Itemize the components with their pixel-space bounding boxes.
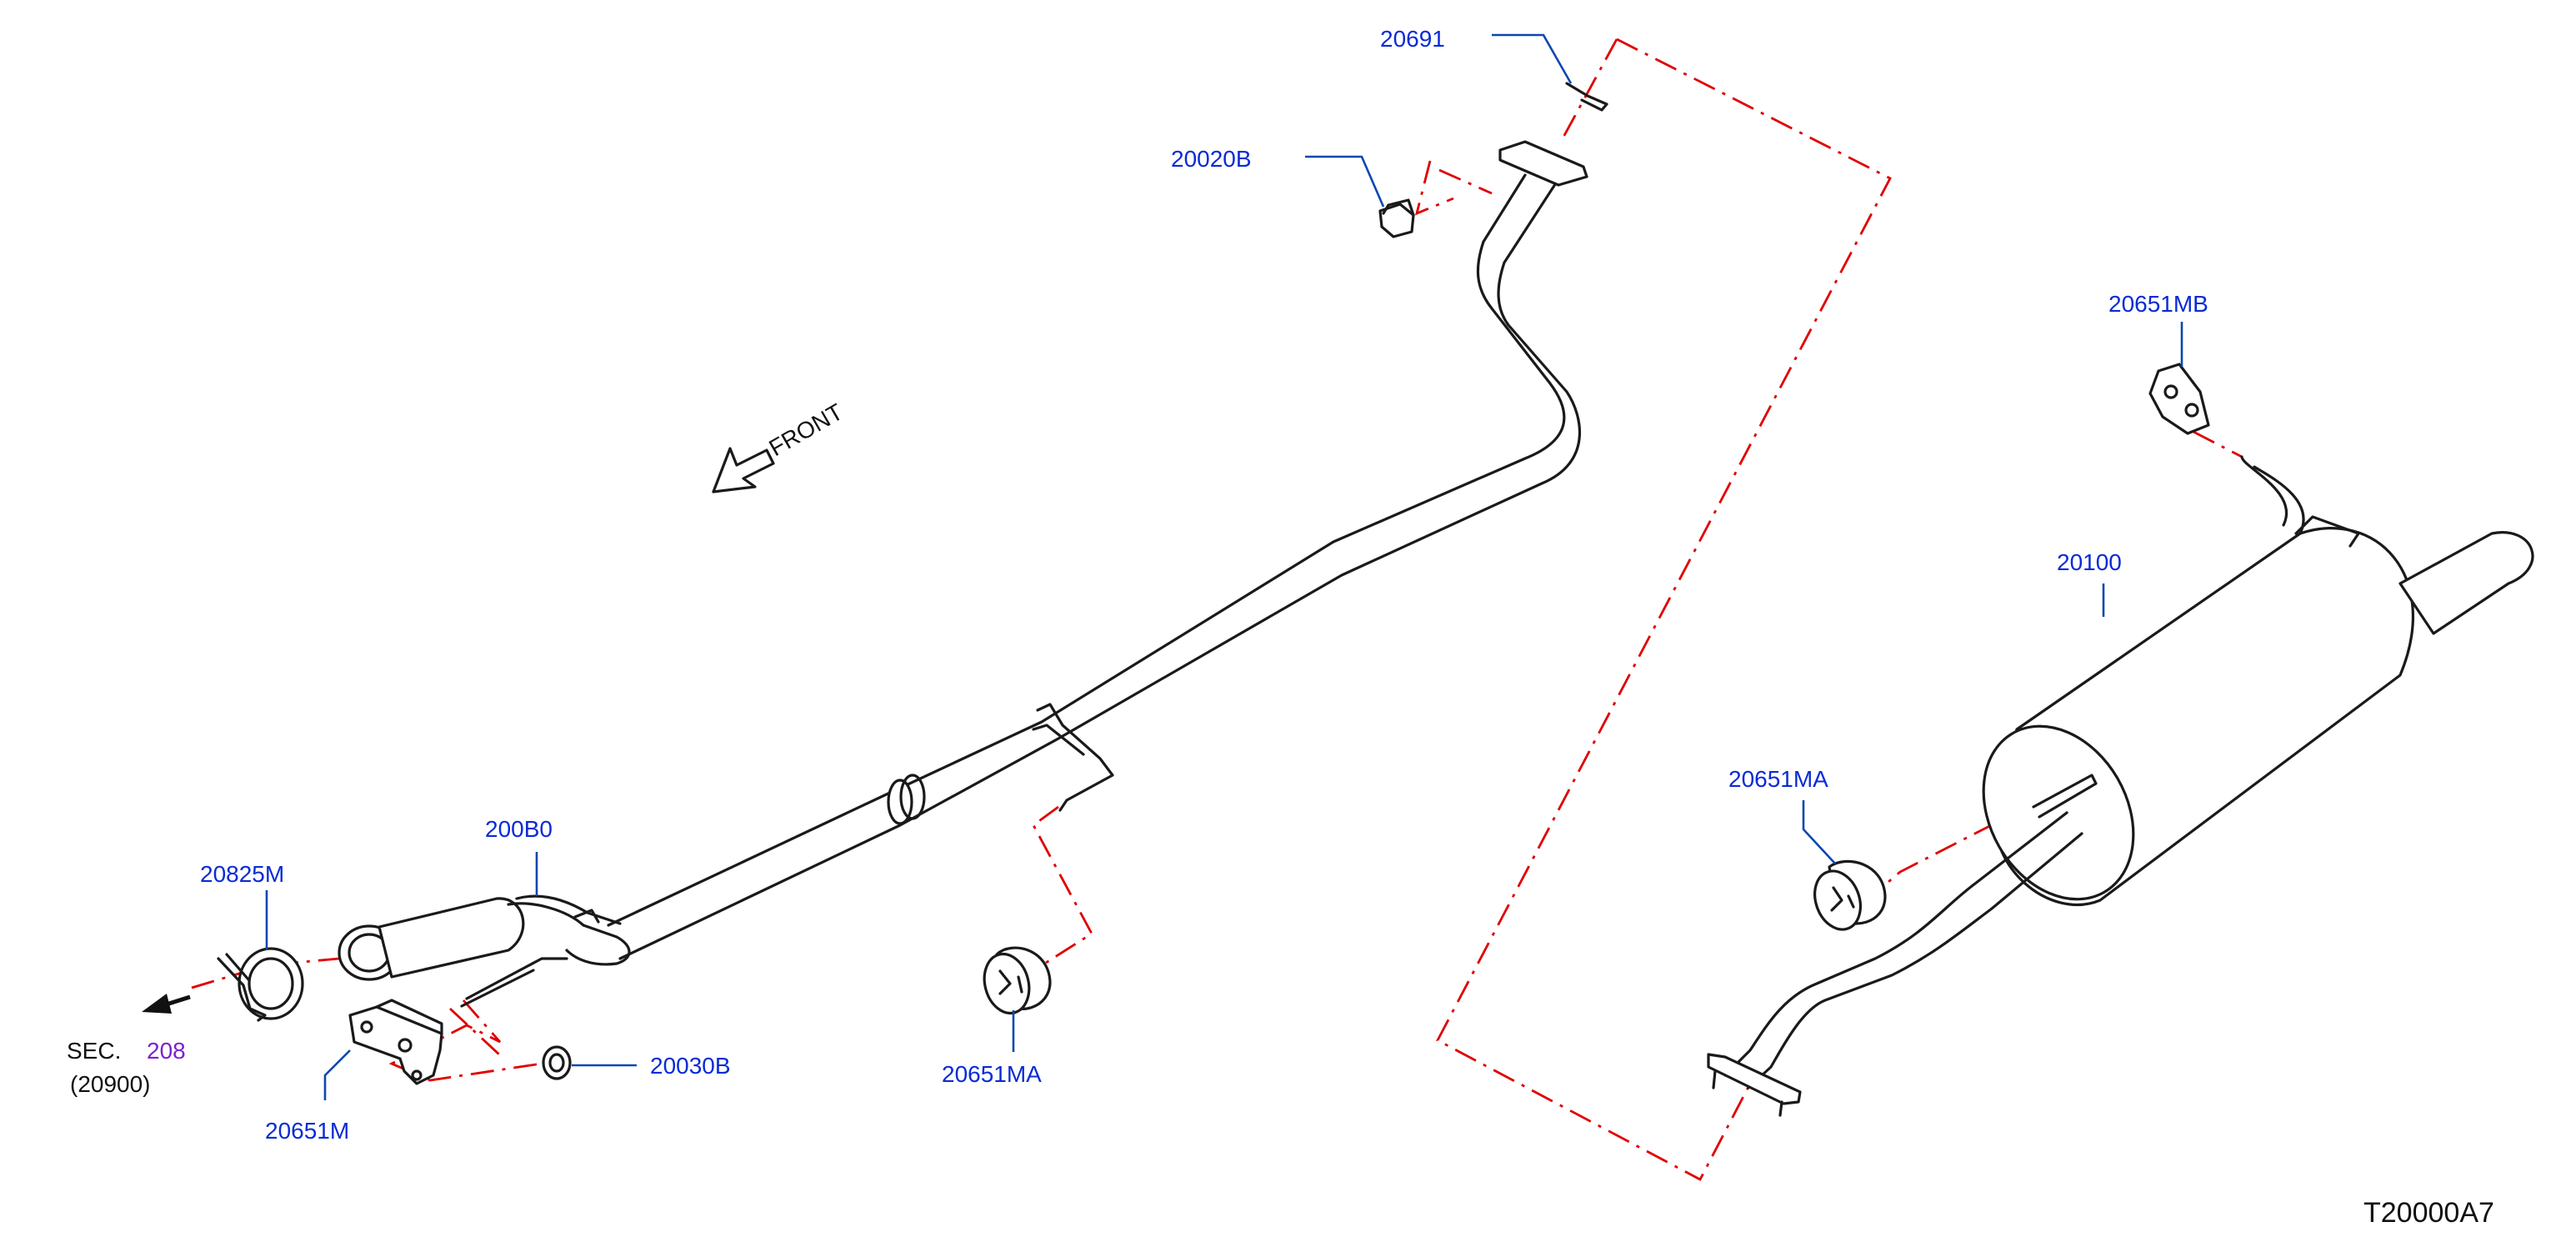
callout-20651MA-center[interactable]: 20651MA xyxy=(942,1061,1042,1087)
mount-20651MB xyxy=(2148,363,2210,435)
front-pipe-200B0 xyxy=(338,894,631,1008)
section-prefix: SEC. xyxy=(67,1038,121,1064)
front-label: FRONT xyxy=(765,398,848,461)
main-muffler-20100 xyxy=(1707,455,2534,1117)
front-direction-arrow: FRONT xyxy=(712,398,848,493)
leader-lines xyxy=(265,33,2183,1100)
connection-lines xyxy=(191,38,2243,1181)
mount-bracket-20651M xyxy=(348,999,443,1085)
callout-20691[interactable]: 20691 xyxy=(1380,26,1445,52)
callout-20030B[interactable]: 20030B xyxy=(650,1053,731,1079)
callout-20651MB[interactable]: 20651MB xyxy=(2108,291,2208,317)
clamp-20825M xyxy=(217,947,304,1022)
nut-20030B xyxy=(542,1045,572,1080)
section-number[interactable]: 208 xyxy=(147,1038,186,1064)
callout-20825M[interactable]: 20825M xyxy=(200,861,284,887)
center-pipe xyxy=(607,140,1588,960)
callout-20651MA-right[interactable]: 20651MA xyxy=(1728,766,1828,792)
mount-20651MA-right xyxy=(1813,859,1887,931)
section-reference: SEC. 208 (20900) xyxy=(67,994,191,1097)
callout-20100[interactable]: 20100 xyxy=(2057,549,2122,575)
nut-20020B xyxy=(1378,198,1415,238)
arrow-left-icon xyxy=(142,994,172,1014)
callout-20020B[interactable]: 20020B xyxy=(1171,146,1252,172)
diagram-code: T20000A7 xyxy=(2363,1197,2494,1229)
gasket-20691 xyxy=(1565,82,1608,112)
mount-20651MA-center xyxy=(983,946,1052,1015)
callout-200B0[interactable]: 200B0 xyxy=(485,816,553,842)
callout-labels: 20691 20020B 20651MB 20100 20651MA 200B0… xyxy=(200,26,2208,1144)
callout-20651M[interactable]: 20651M xyxy=(265,1118,349,1144)
section-subtitle: (20900) xyxy=(70,1071,151,1097)
